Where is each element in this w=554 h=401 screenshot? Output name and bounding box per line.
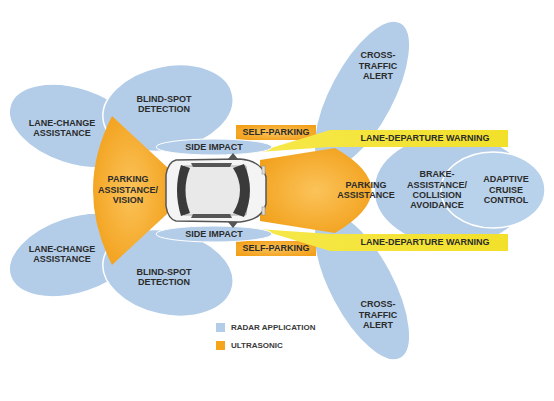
side-impact-band <box>156 226 272 242</box>
zone-label: LANE-CHANGE ASSISTANCE <box>26 244 98 265</box>
blind-spot-zone: BLIND-SPOT DETECTION <box>129 267 199 288</box>
zone-label: SELF-PARKING <box>243 243 310 253</box>
rear-ultrasonic-zone <box>93 116 168 265</box>
zone-label: LANE-CHANGE ASSISTANCE <box>26 118 98 139</box>
side-impact-zone: SIDE IMPACT <box>185 142 242 152</box>
lane-change-zone: LANE-CHANGE ASSISTANCE <box>26 118 98 139</box>
lane-departure-zone: LANE-DEPARTURE WARNING <box>361 133 490 143</box>
lane-departure-zone: LANE-DEPARTURE WARNING <box>361 237 490 247</box>
zone-label: ADAPTIVE CRUISE CONTROL <box>480 174 532 205</box>
legend-label: ULTRASONIC <box>231 341 283 350</box>
cruise-control-zone: ADAPTIVE CRUISE CONTROL <box>480 174 532 205</box>
zone-label: BLIND-SPOT DETECTION <box>129 267 199 288</box>
zone-label: CROSS-TRAFFIC ALERT <box>354 299 402 330</box>
side-impact-band <box>156 139 272 155</box>
zone-label: BLIND-SPOT DETECTION <box>129 94 199 115</box>
parking-vision-zone: PARKING ASSISTANCE/ VISION <box>93 174 163 205</box>
zone-label: CROSS-TRAFFIC ALERT <box>354 50 402 81</box>
zone-label: SIDE IMPACT <box>185 229 242 239</box>
zone-label: PARKING ASSISTANCE <box>333 180 399 201</box>
blind-spot-zone: BLIND-SPOT DETECTION <box>129 94 199 115</box>
self-parking-band <box>236 241 316 256</box>
zone-label: SELF-PARKING <box>243 127 310 137</box>
lane-change-zone: LANE-CHANGE ASSISTANCE <box>26 244 98 265</box>
parking-assist-zone: PARKING ASSISTANCE <box>333 180 399 201</box>
brake-assist-zone: BRAKE-ASSISTANCE/ COLLISION AVOIDANCE <box>403 169 471 210</box>
legend-entry: RADAR APPLICATION <box>216 323 315 332</box>
legend-label: RADAR APPLICATION <box>231 323 315 332</box>
cross-traffic-zone: CROSS-TRAFFIC ALERT <box>354 50 402 81</box>
legend-swatch <box>216 341 225 350</box>
zone-label: BRAKE-ASSISTANCE/ COLLISION AVOIDANCE <box>403 169 471 210</box>
self-parking-band <box>236 125 316 140</box>
car-illustration <box>166 153 266 228</box>
zone-label: SIDE IMPACT <box>185 142 242 152</box>
legend-swatch <box>216 323 225 332</box>
zone-label: LANE-DEPARTURE WARNING <box>361 133 490 143</box>
cross-traffic-zone: CROSS-TRAFFIC ALERT <box>354 299 402 330</box>
zone-label: LANE-DEPARTURE WARNING <box>361 237 490 247</box>
side-impact-zone: SIDE IMPACT <box>185 229 242 239</box>
self-parking-zone: SELF-PARKING <box>243 127 310 137</box>
zone-label: PARKING ASSISTANCE/ VISION <box>93 174 163 205</box>
legend-entry: ULTRASONIC <box>216 341 283 350</box>
self-parking-zone: SELF-PARKING <box>243 243 310 253</box>
